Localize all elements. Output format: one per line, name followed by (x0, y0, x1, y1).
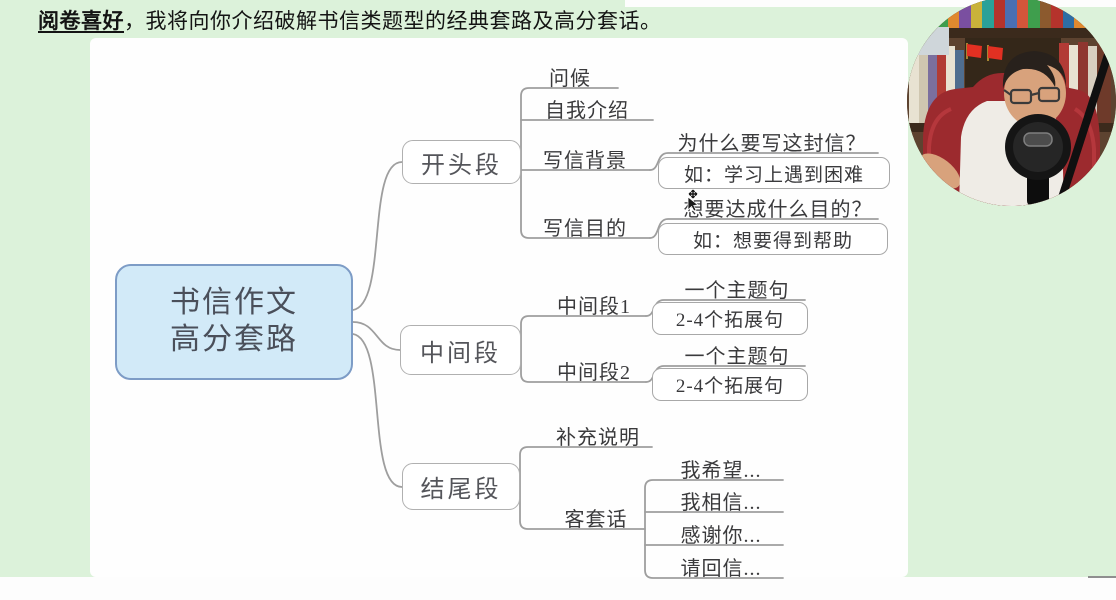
webcam-overlay (907, 0, 1116, 206)
node-para1-expansion[interactable]: 2-4个拓展句 (652, 302, 808, 335)
chair-highlight (927, 107, 1096, 206)
shelf-edge (907, 28, 1116, 38)
bottom-white-strip (0, 577, 1116, 600)
node-writing-purpose[interactable]: 写信目的 (543, 218, 627, 240)
node-middle-para1[interactable]: 中间段1 (557, 296, 631, 318)
node-self-intro[interactable]: 自我介绍 (545, 100, 629, 122)
mic-pop-filter-inner (1013, 122, 1063, 172)
top-white-strip (625, 0, 1116, 7)
node-opening-label: 开头段 (421, 152, 502, 179)
glasses-icon (1003, 86, 1061, 105)
mic-arm (1055, 31, 1116, 206)
node-background-example[interactable]: 如：学习上遇到困难 (658, 157, 890, 189)
node-ending-label: 结尾段 (420, 477, 502, 503)
node-thanks[interactable]: 感谢你... (680, 525, 762, 547)
node-background-question[interactable]: 为什么要写这封信？ (677, 133, 867, 155)
presenter-photo (907, 0, 1116, 206)
node-para1-expansion-label: 2-4个拓展句 (675, 310, 785, 331)
node-supplement[interactable]: 补充说明 (556, 427, 640, 449)
bottom-right-divider (1088, 576, 1116, 578)
mic-body (1027, 173, 1049, 206)
node-hope[interactable]: 我希望... (680, 460, 762, 482)
node-courtesy[interactable]: 客套话 (564, 509, 628, 531)
red-flags-icon (966, 43, 1003, 61)
presenter-hair (1002, 51, 1067, 91)
node-opening[interactable]: 开头段 (402, 140, 521, 184)
title-emphasis: 阅卷喜好 (38, 9, 124, 33)
node-greeting[interactable]: 问候 (549, 68, 591, 90)
node-ending[interactable]: 结尾段 (402, 463, 520, 510)
root-node-line1: 书信作文 (170, 286, 298, 320)
node-para2-expansion-label: 2-4个拓展句 (675, 376, 785, 397)
node-purpose-example-label: 如：想要得到帮助 (692, 230, 853, 252)
node-para2-expansion[interactable]: 2-4个拓展句 (652, 368, 808, 401)
presenter-arm (919, 153, 961, 189)
node-writing-background[interactable]: 写信背景 (543, 150, 627, 172)
title-text: ，我将向你介绍破解书信类题型的经典套路及高分套话。 (124, 9, 662, 33)
node-background-example-label: 如：学习上遇到困难 (683, 164, 864, 186)
node-purpose-question[interactable]: 想要达成什么目的？ (683, 199, 873, 221)
lesson-title: 阅卷喜好，我将向你介绍破解书信类题型的经典套路及高分套话。 (38, 5, 798, 35)
node-para1-topic[interactable]: 一个主题句 (684, 280, 790, 302)
mouse-cursor-icon (687, 189, 699, 212)
root-node[interactable]: 书信作文 高分套路 (115, 264, 353, 380)
node-purpose-example[interactable]: 如：想要得到帮助 (658, 223, 888, 255)
node-middle[interactable]: 中间段 (400, 325, 521, 375)
node-middle-para2[interactable]: 中间段2 (557, 362, 631, 384)
node-believe[interactable]: 我相信... (680, 492, 762, 514)
root-node-line2: 高分套路 (170, 323, 298, 356)
node-reply[interactable]: 请回信... (680, 558, 762, 580)
mic-grille (1023, 132, 1053, 147)
node-para2-topic[interactable]: 一个主题句 (684, 346, 790, 368)
node-middle-label: 中间段 (420, 340, 501, 367)
